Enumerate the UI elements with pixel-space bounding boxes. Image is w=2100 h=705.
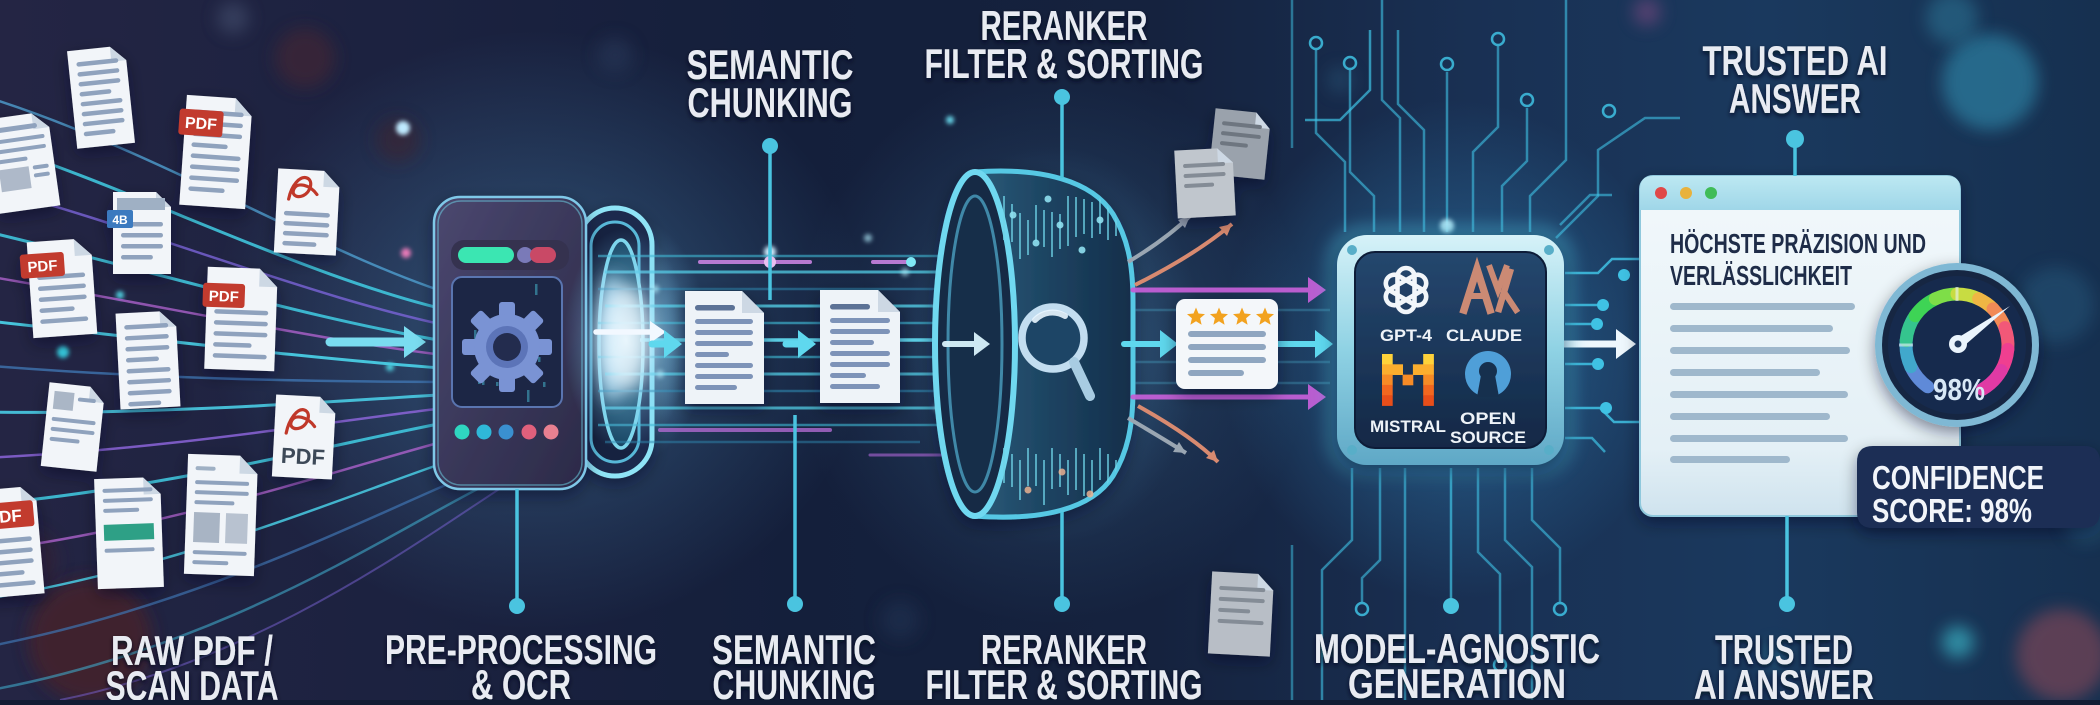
svg-text:SEMANTIC: SEMANTIC [712,626,876,673]
svg-text:PDF: PDF [280,443,325,470]
svg-text:CONFIDENCE: CONFIDENCE [1872,459,2044,496]
svg-text:& OCR: & OCR [471,661,571,700]
svg-text:TRUSTED: TRUSTED [1715,626,1853,673]
svg-text:CHUNKING: CHUNKING [713,661,876,700]
svg-text:SEMANTIC: SEMANTIC [687,41,854,88]
svg-text:CHUNKING: CHUNKING [688,79,853,126]
svg-text:AI ANSWER: AI ANSWER [1694,661,1874,700]
svg-text:SCAN DATA: SCAN DATA [106,662,279,700]
svg-text:CLAUDE: CLAUDE [1446,326,1522,345]
svg-text:MISTRAL: MISTRAL [1370,417,1446,436]
svg-text:RERANKER: RERANKER [981,626,1147,673]
svg-text:ANSWER: ANSWER [1729,75,1861,122]
svg-text:OPEN: OPEN [1460,409,1516,428]
svg-text:RAW PDF /: RAW PDF / [111,627,273,674]
svg-text:SOURCE: SOURCE [1450,428,1526,447]
svg-text:PRE-PROCESSING: PRE-PROCESSING [385,626,657,673]
svg-text:PDF: PDF [27,257,58,276]
svg-text:98%: 98% [1933,372,1985,407]
svg-text:MODEL-AGNOSTIC: MODEL-AGNOSTIC [1314,625,1600,672]
svg-text:4B: 4B [112,213,128,227]
svg-text:RERANKER: RERANKER [981,2,1148,49]
svg-text:SCORE: 98%: SCORE: 98% [1872,492,2032,529]
svg-text:GENERATION: GENERATION [1348,660,1566,700]
svg-text:PDF: PDF [0,506,23,528]
svg-text:TRUSTED AI: TRUSTED AI [1703,37,1888,84]
svg-text:PDF: PDF [184,115,217,134]
svg-text:FILTER & SORTING: FILTER & SORTING [926,661,1203,700]
svg-text:VERLÄSSLICHKEIT: VERLÄSSLICHKEIT [1670,260,1852,291]
svg-text:HÖCHSTE PRÄZISION UND: HÖCHSTE PRÄZISION UND [1670,228,1926,259]
svg-text:GPT-4: GPT-4 [1380,326,1433,345]
svg-text:FILTER & SORTING: FILTER & SORTING [925,40,1204,87]
svg-text:PDF: PDF [208,288,239,306]
